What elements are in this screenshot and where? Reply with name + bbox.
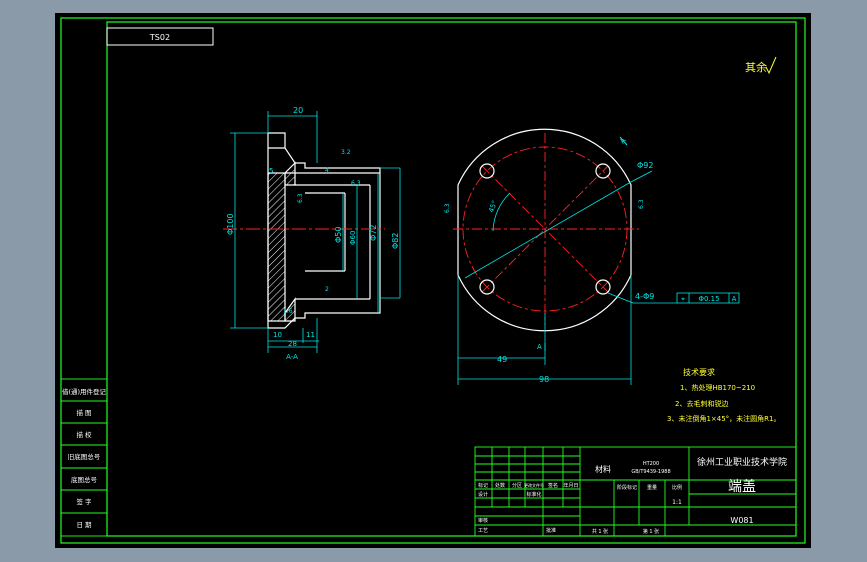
tb-left-label: 标记 xyxy=(478,482,488,489)
roughness-corner-label: 其余 xyxy=(745,60,767,74)
tb-bottom-label: 审核 xyxy=(478,517,488,524)
dim-small-b: 2 xyxy=(325,286,329,293)
rough-right: 6.3 xyxy=(638,199,645,209)
outer-border xyxy=(60,17,806,544)
dim-mid-dia: Φ72 xyxy=(369,225,378,241)
side-row: 描 图 xyxy=(76,408,91,417)
tb-left-label: 处数 xyxy=(495,482,505,489)
tb-sheet-label: 共 1 张 xyxy=(592,528,608,535)
front-outline xyxy=(457,128,632,332)
side-row: 借(通)用件登记 xyxy=(62,387,107,396)
drawing-no: W081 xyxy=(730,516,753,525)
title-block: 徐州工业职业技术学院 端盖 W081 材料 HT200 GB/T9439-198… xyxy=(474,446,797,537)
dim-bottom-a: 10 xyxy=(273,331,282,339)
header-box-label: TS02 xyxy=(149,33,170,42)
tb-left-label: 年月日 xyxy=(563,482,578,489)
tb-left-label: 签名 xyxy=(548,482,558,489)
rough-tag-b: 6.3 xyxy=(351,180,361,187)
scale-value: 1:1 xyxy=(672,499,682,506)
drawing-sheet: TS02 其余 借(通)用件登记 描 图 描 校 旧底图总号 底图总号 签 字 … xyxy=(55,13,811,548)
dim-holes: 4-Φ9 xyxy=(635,292,654,301)
section-dimensions xyxy=(230,111,401,353)
tech-item: 1、热处理HB170~210 xyxy=(680,383,755,392)
side-row: 签 字 xyxy=(76,497,92,506)
tech-item: 2、去毛刺和锐边 xyxy=(675,399,728,408)
rough-tag-c: 6.3 xyxy=(297,193,304,203)
tolerance-datum: A xyxy=(732,295,737,303)
tech-title: 技术要求 xyxy=(683,367,715,377)
dim-bore-dia: Φ50 xyxy=(334,227,343,243)
tech-requirements: 技术要求 1、热处理HB170~210 2、去毛刺和锐边 3、未注倒角1×45°… xyxy=(667,367,781,423)
rough-tag-d: 1.6 xyxy=(283,308,293,315)
side-row: 底图总号 xyxy=(71,475,98,484)
section-mark-bottom: A xyxy=(537,343,542,351)
dim-groove: 5 xyxy=(269,167,273,175)
dim-small-a: 4 xyxy=(325,167,329,174)
dim-overall-width: 98 xyxy=(539,375,549,384)
side-row: 日 期 xyxy=(76,521,92,529)
tolerance-frame: ⌖ Φ0.15 A xyxy=(676,292,740,304)
tb-stage-label: 重量 xyxy=(647,484,657,491)
material: HT200 xyxy=(643,461,659,467)
tb-left-label: 更改文件号 xyxy=(524,482,544,488)
rough-left: 6.3 xyxy=(444,203,451,213)
dim-inner-dia: Φ60 xyxy=(349,231,357,245)
side-row: 描 校 xyxy=(76,430,92,439)
dim-half-width: 49 xyxy=(497,355,507,364)
sheet-frames xyxy=(60,17,806,544)
inner-border xyxy=(106,21,797,537)
dim-outer-step-dia: Φ82 xyxy=(391,233,400,249)
section-body xyxy=(267,132,381,329)
dim-overall-dia: Φ100 xyxy=(226,213,235,235)
bolt-holes xyxy=(479,163,611,295)
tb-bottom-label: 设计 xyxy=(478,491,488,498)
rough-tag-a: 3.2 xyxy=(341,149,351,156)
header-box: TS02 xyxy=(106,27,214,46)
cad-drawing: TS02 其余 借(通)用件登记 描 图 描 校 旧底图总号 底图总号 签 字 … xyxy=(60,17,806,544)
dim-bottom-total: 28 xyxy=(288,340,297,348)
tb-bottom-label: 工艺 xyxy=(478,528,488,534)
material-standard: GB/T9439-1988 xyxy=(631,469,670,475)
tb-sheet-label: 第 1 张 xyxy=(643,528,659,535)
dim-bottom-b: 11 xyxy=(306,331,315,339)
front-dimensions xyxy=(457,170,677,385)
tolerance-value: Φ0.15 xyxy=(698,295,719,303)
material-label: 材料 xyxy=(595,464,611,474)
part-name: 端盖 xyxy=(728,479,756,495)
tolerance-symbol: ⌖ xyxy=(681,295,685,303)
dim-top-width: 20 xyxy=(293,106,303,115)
section-mark-top: A xyxy=(618,136,627,145)
tb-stage-label: 比例 xyxy=(672,484,682,491)
front-view: A A Φ92 45° 4-Φ9 49 98 6.3 6.3 ⌖ Φ0.15 A xyxy=(444,128,740,385)
tb-left-label: 分区 xyxy=(512,482,522,489)
tech-item: 3、未注倒角1×45°，未注圆角R1。 xyxy=(667,414,781,423)
side-row: 旧底图总号 xyxy=(68,452,101,461)
side-table: 借(通)用件登记 描 图 描 校 旧底图总号 底图总号 签 字 日 期 xyxy=(60,378,108,537)
section-view: 20 Φ100 Φ50 Φ60 Φ72 Φ82 5 4 2 10 11 28 3… xyxy=(223,106,401,361)
roughness-corner: 其余 xyxy=(745,56,777,75)
tb-bottom-label: 批准 xyxy=(546,527,556,534)
school-name: 徐州工业职业技术学院 xyxy=(697,456,787,468)
tb-bottom-label: 标准化 xyxy=(526,491,541,498)
dim-angle: 45° xyxy=(487,199,499,213)
tb-stage-label: 阶段标记 xyxy=(617,484,637,491)
dim-hole-circle: Φ92 xyxy=(637,161,653,170)
section-caption: A-A xyxy=(286,353,298,361)
